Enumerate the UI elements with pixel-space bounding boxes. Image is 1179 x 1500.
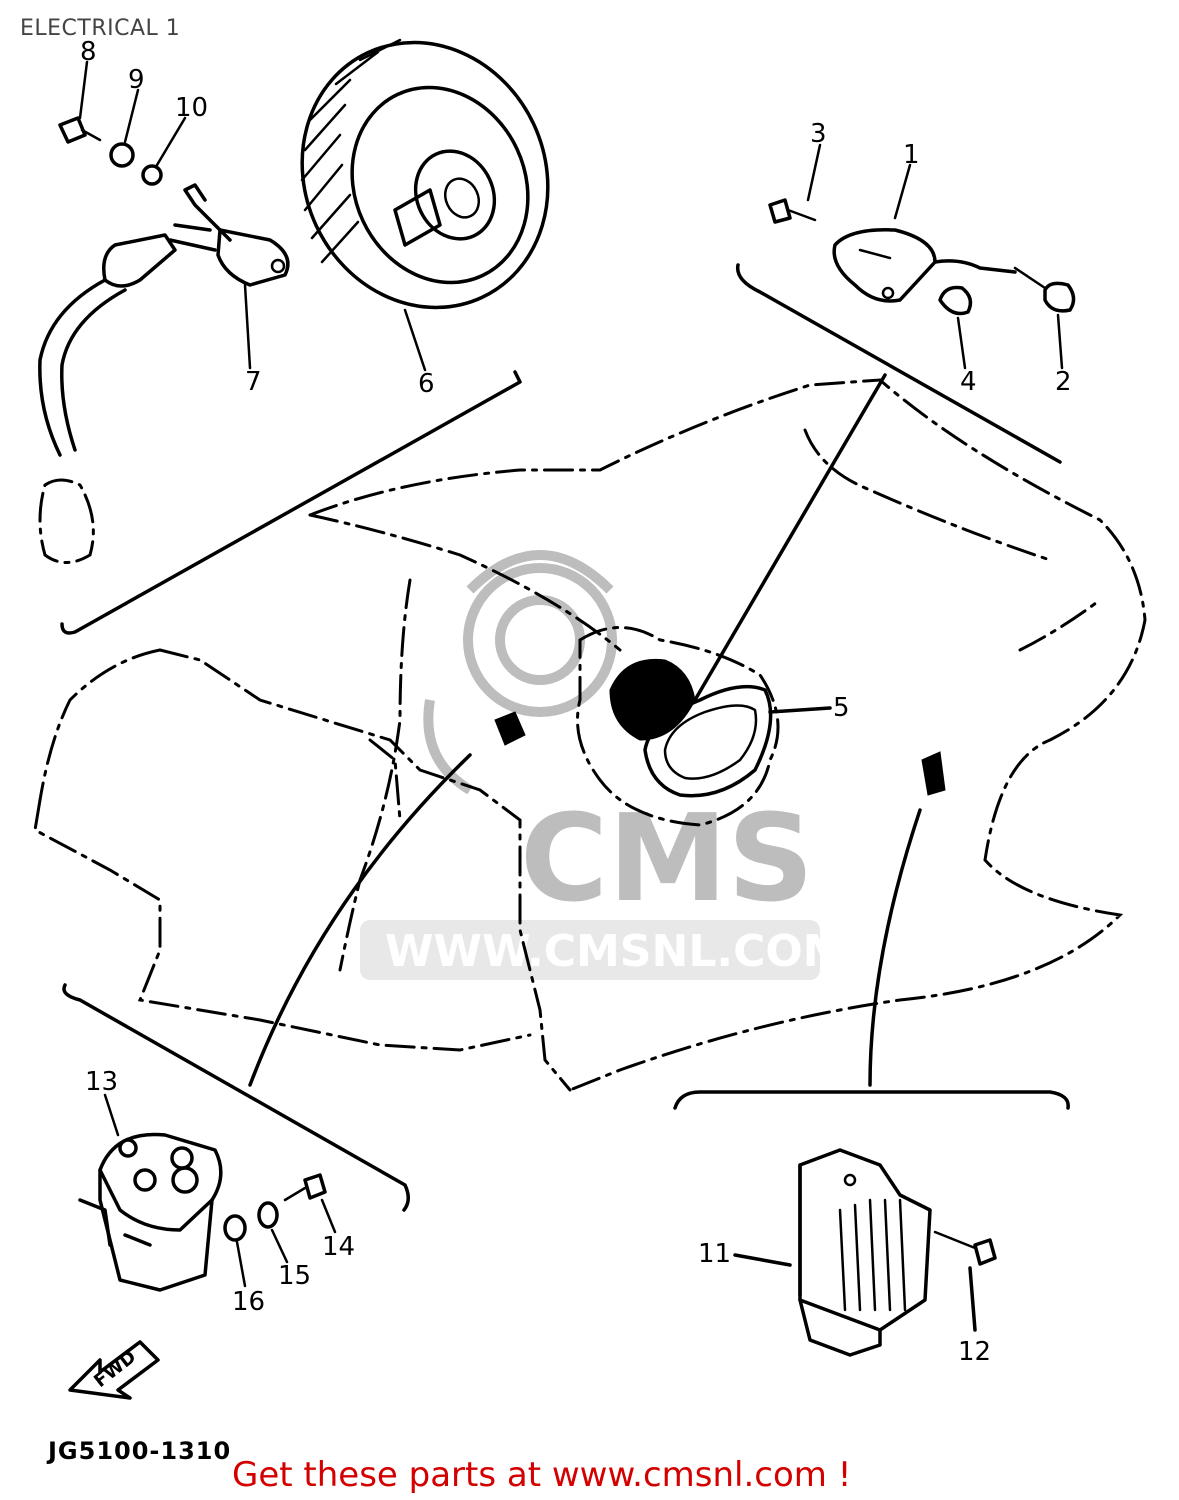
lock-washer-9 (109, 142, 135, 168)
callout-7: 7 (245, 367, 262, 397)
washer-15 (257, 1201, 279, 1229)
small-grommet-right (921, 751, 946, 796)
callout-12: 12 (958, 1337, 991, 1367)
panel-bracket-left (60, 370, 522, 635)
leader-1 (893, 163, 912, 220)
front-arrow-label: FWD (90, 1346, 140, 1392)
diagram-title: ELECTRICAL 1 (20, 16, 181, 41)
starter-relay-13 (78, 1132, 223, 1292)
pickup-coil (38, 183, 290, 564)
callout-1: 1 (903, 140, 920, 170)
grommet-5 (576, 626, 780, 827)
callout-8: 8 (80, 37, 97, 67)
leader-4 (956, 316, 967, 370)
flywheel-rotor (300, 38, 550, 310)
callout-3: 3 (810, 119, 827, 149)
grommet-4 (938, 285, 973, 316)
leader-13 (248, 753, 472, 1087)
callout-11: 11 (698, 1239, 731, 1269)
callout-10: 10 (175, 93, 208, 123)
leader-1-to-5 (693, 373, 887, 702)
leader-16 (235, 1240, 247, 1288)
leader-6 (403, 308, 427, 372)
bolt-12 (933, 1230, 997, 1266)
leader-11-label (733, 1253, 792, 1267)
leader-7 (243, 283, 252, 370)
front-arrow-icon: FWD (68, 1340, 160, 1400)
watermark-logo: CMS WWW.CMSNL.COM (360, 550, 847, 980)
leader-5 (768, 706, 832, 714)
callout-15: 15 (278, 1261, 311, 1291)
screw-8 (58, 116, 102, 144)
panel-bracket-right (735, 263, 1062, 464)
callout-5: 5 (833, 693, 850, 723)
leader-9 (123, 88, 140, 144)
callout-6: 6 (418, 369, 435, 399)
screw-3 (768, 198, 817, 224)
callout-14: 14 (322, 1232, 355, 1262)
callout-4: 4 (960, 367, 977, 397)
leader-8 (78, 60, 89, 120)
leader-13-label (103, 1093, 120, 1137)
panel-bracket-lower-right (673, 1090, 1070, 1110)
callout-2: 2 (1055, 367, 1072, 397)
watermark-url: WWW.CMSNL.COM (385, 926, 847, 977)
watermark-brand: CMS (520, 790, 814, 929)
leader-12 (968, 1266, 977, 1332)
footer-link[interactable]: Get these parts at www.cmsnl.com ! (232, 1455, 852, 1495)
leader-3 (806, 143, 822, 202)
washer-10 (141, 164, 163, 186)
leader-2 (1056, 313, 1064, 370)
connector-2 (933, 259, 1076, 313)
bracket-1 (832, 228, 937, 303)
bolt-14 (283, 1173, 327, 1202)
frame-outline (33, 378, 1147, 1092)
callout-13: 13 (85, 1067, 118, 1097)
callout-9: 9 (128, 65, 145, 95)
callout-16: 16 (232, 1287, 265, 1317)
small-grommet-left (494, 711, 526, 746)
collar-16 (223, 1214, 247, 1242)
panel-bracket-lower-left (62, 983, 410, 1212)
drawing-code: JG5100-1310 (48, 1437, 232, 1465)
leader-11 (868, 808, 922, 1087)
leader-14 (320, 1198, 337, 1234)
rectifier-regulator-11 (798, 1148, 932, 1357)
leader-15 (270, 1228, 289, 1264)
leader-10 (155, 116, 187, 167)
